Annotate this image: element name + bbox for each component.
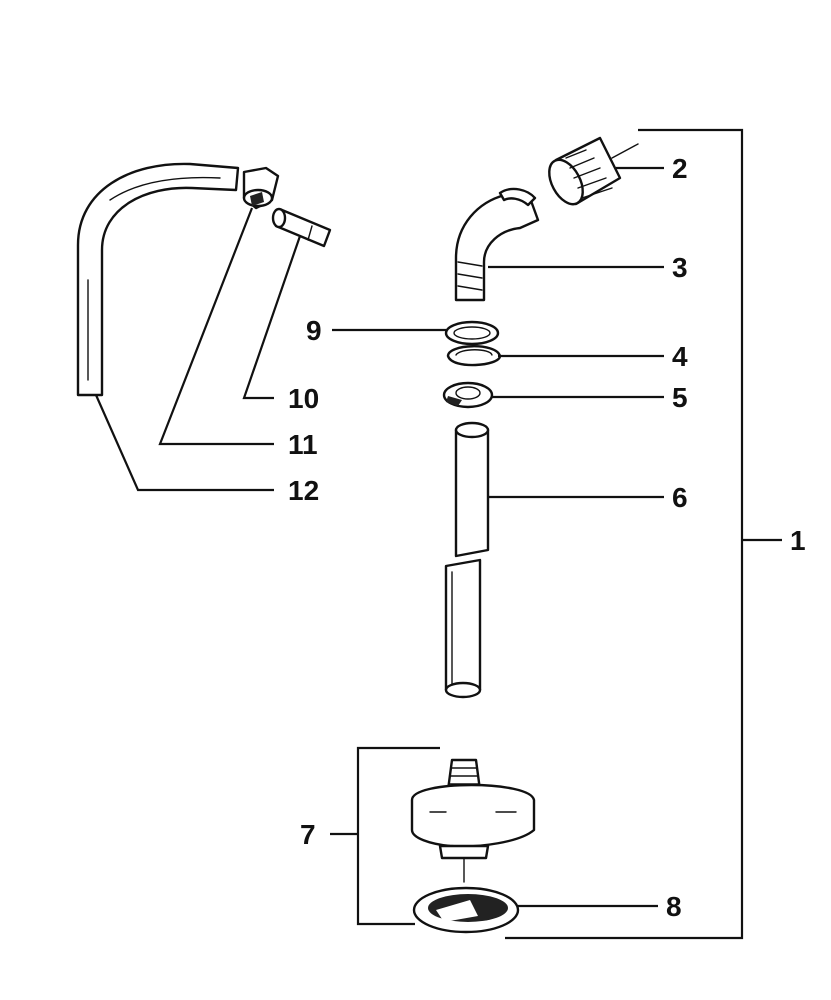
swivel-nut-icon [548, 136, 639, 206]
snap-ring-icon [446, 345, 502, 367]
leader-11 [158, 207, 274, 446]
suction-tube-icon [444, 421, 490, 699]
elbow-fitting-icon [454, 187, 540, 302]
callout-8: 8 [666, 891, 682, 922]
callout-6: 6 [672, 482, 688, 513]
callout-7: 7 [300, 819, 316, 850]
clip-icon [242, 166, 280, 210]
callout-4: 4 [672, 341, 688, 372]
strainer-screen-icon [412, 886, 520, 934]
callout-5: 5 [672, 382, 688, 413]
diffuser-icon [271, 207, 332, 248]
callout-9: 9 [306, 315, 322, 346]
assembly-bracket-7 [356, 746, 440, 926]
assembly-bracket-1 [505, 128, 744, 940]
washer-icon [442, 381, 494, 409]
callout-2: 2 [672, 153, 688, 184]
callout-1: 1 [790, 525, 806, 556]
leader-10 [242, 235, 302, 400]
callout-3: 3 [672, 252, 688, 283]
inlet-assembly-icon [410, 758, 536, 883]
leader-12 [94, 394, 274, 492]
return-hose-icon [76, 162, 240, 397]
callout-11: 11 [288, 429, 318, 460]
o-ring-icon [444, 320, 500, 346]
callout-12: 12 [288, 475, 319, 506]
callout-10: 10 [288, 383, 319, 414]
